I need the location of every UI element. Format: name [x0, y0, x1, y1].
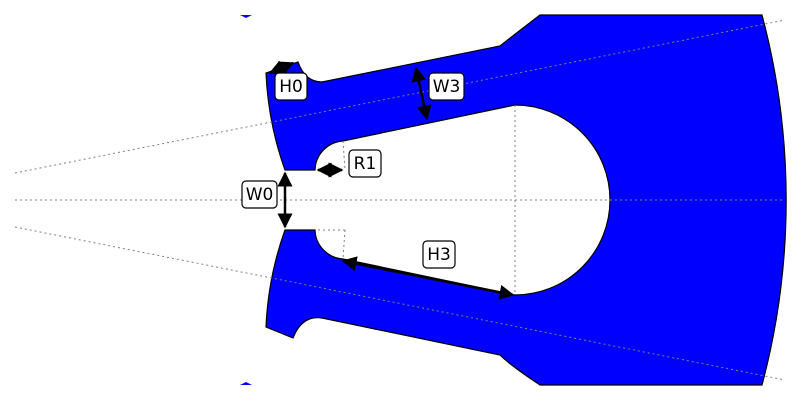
label-r1: R1	[348, 149, 382, 178]
label-w0: W0	[241, 180, 278, 209]
h0-arrow	[268, 60, 295, 76]
label-h3: H3	[422, 240, 456, 269]
label-w0-text: W0	[246, 185, 274, 205]
lower-angle-line	[14, 226, 786, 381]
upper-angle-line	[14, 19, 786, 174]
r1-construction-bottom	[342, 229, 346, 260]
edge-fragment-top	[240, 15, 252, 18]
edge-fragment-bottom	[240, 382, 252, 385]
label-r1-text: R1	[354, 154, 377, 174]
label-h0: H0	[274, 72, 308, 101]
w3-arrow	[411, 66, 432, 121]
dimension-arrows	[268, 60, 515, 300]
construction-lines	[14, 19, 786, 381]
h3-arrow	[341, 256, 515, 300]
r1-construction-top	[342, 140, 346, 171]
label-h0-text: H0	[279, 77, 303, 97]
label-w3-text: W3	[433, 77, 461, 97]
label-h3-text: H3	[427, 245, 451, 265]
label-w3: W3	[428, 72, 465, 101]
